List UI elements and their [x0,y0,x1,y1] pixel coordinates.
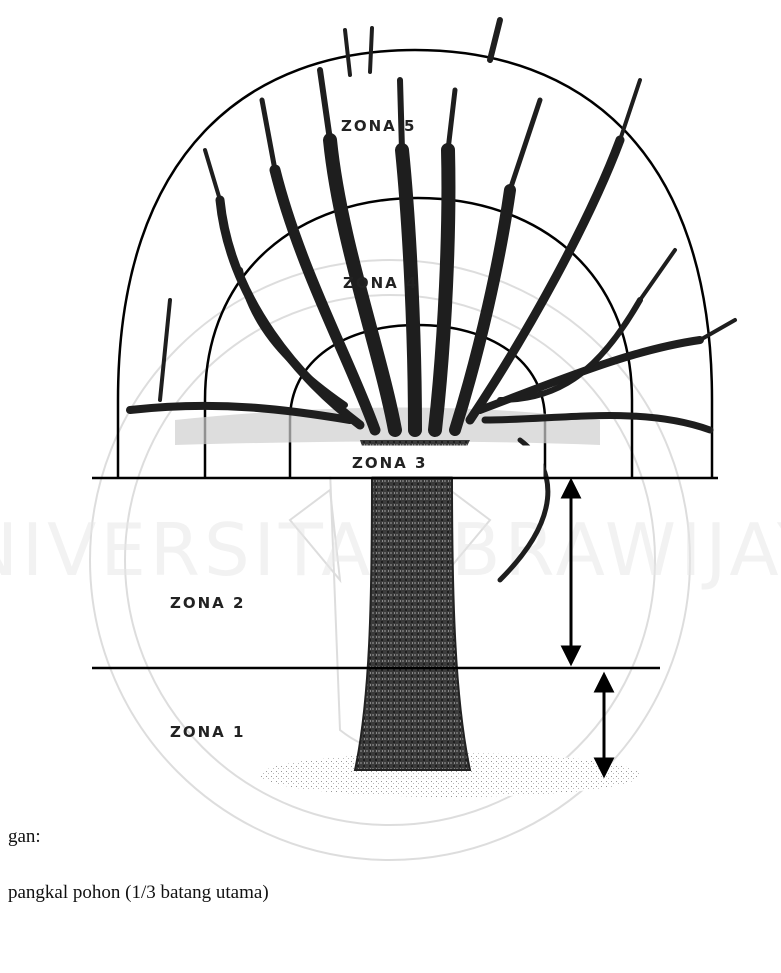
zone4-label: ZONA 4 [343,274,418,292]
zone3-label: ZONA 3 [352,454,427,472]
tree-trunk [355,478,470,770]
zone1-label: ZONA 1 [170,723,245,741]
zone5-label: ZONA 5 [341,117,416,135]
caption-title: gan: [8,826,41,848]
zone2-label: ZONA 2 [170,594,245,612]
caption-line: pangkal pohon (1/3 batang utama) [8,882,269,904]
